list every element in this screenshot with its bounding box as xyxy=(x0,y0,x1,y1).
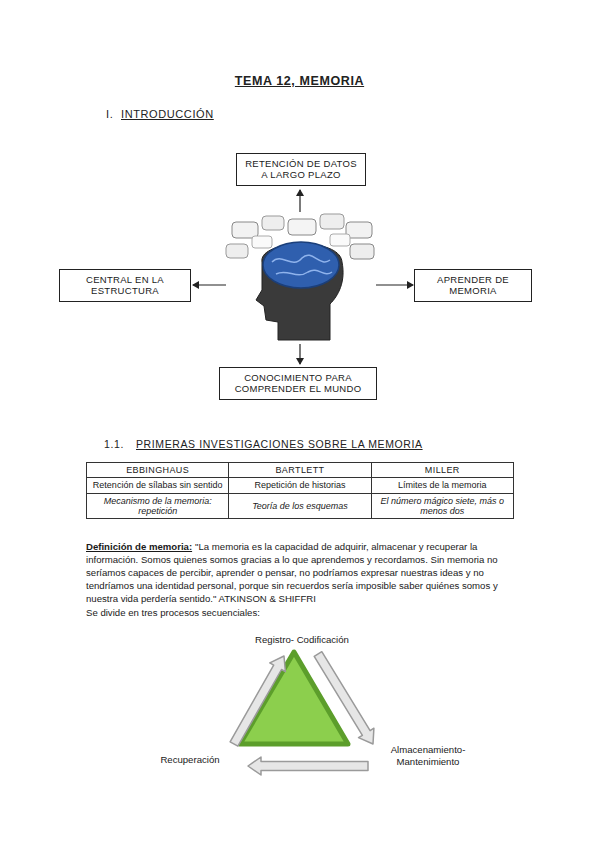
section-heading: INTRODUCCIÓN xyxy=(121,108,214,120)
cell-text: Teoría de los esquemas xyxy=(252,501,348,511)
concept-box: CENTRAL EN LA ESTRUCTURA xyxy=(59,269,191,302)
cycle-arrow xyxy=(248,757,368,775)
table-cell: El número mágico siete, más o menos dos xyxy=(371,493,513,519)
table-cell: Retención de sílabas sin sentido xyxy=(87,478,229,493)
table-cell: EBBINGHAUS xyxy=(87,463,229,478)
section-heading: PRIMERAS INVESTIGACIONES SOBRE LA MEMORI… xyxy=(136,438,423,450)
table-cell: Límites de la memoria xyxy=(371,478,513,493)
cell-text: Límites de la memoria xyxy=(398,480,487,490)
concept-box: CONOCIMIENTO PARA COMPRENDER EL MUNDO xyxy=(219,367,377,400)
page-title: TEMA 12, MEMORIA xyxy=(0,74,599,88)
box-text: CENTRAL EN LA ESTRUCTURA xyxy=(65,274,185,297)
box-text: RETENCIÓN DE DATOS A LARGO PLAZO xyxy=(242,158,360,181)
process-cycle xyxy=(230,652,374,775)
cell-text: MILLER xyxy=(425,465,460,475)
table-row: Retención de sílabas sin sentido Repetici… xyxy=(87,478,514,493)
leader-arrow xyxy=(376,284,413,285)
cycle-arrow xyxy=(314,652,374,744)
cell-text: EBBINGHAUS xyxy=(126,465,189,475)
research-table: EBBINGHAUS BARTLETT MILLER Retención de síl… xyxy=(86,462,514,519)
cell-text: Mecanismo de la memoria: repetición xyxy=(104,496,212,516)
intro-line: Se divide en tres procesos secuenciales: xyxy=(86,607,260,618)
table-cell: Repetición de historias xyxy=(229,478,371,493)
table-row: EBBINGHAUS BARTLETT MILLER xyxy=(87,463,514,478)
table-cell: Mecanismo de la memoria: repetición xyxy=(87,493,229,519)
process-label: Recuperación xyxy=(150,754,230,766)
concept-box: RETENCIÓN DE DATOS A LARGO PLAZO xyxy=(236,153,366,186)
table-cell: Teoría de los esquemas xyxy=(229,493,371,519)
process-label: Almacenamiento- Mantenimiento xyxy=(380,744,476,768)
box-text: APRENDER DE MEMORIA xyxy=(420,274,526,297)
table-cell: MILLER xyxy=(371,463,513,478)
brain-illustration xyxy=(193,190,413,364)
cell-text: BARTLETT xyxy=(275,465,324,475)
box-text: CONOCIMIENTO PARA COMPRENDER EL MUNDO xyxy=(225,372,371,395)
process-label: Registro- Codificación xyxy=(236,634,368,646)
leader-arrow xyxy=(299,190,300,212)
cell-text: El número mágico siete, más o menos dos xyxy=(381,496,505,516)
cell-text: Repetición de historias xyxy=(254,480,345,490)
table-row: Mecanismo de la memoria: repetición Teorí… xyxy=(87,493,514,519)
section-number: I. xyxy=(106,108,113,120)
leader-arrow xyxy=(193,284,226,285)
definition-term: Definición de memoria: xyxy=(86,541,192,552)
leader-arrow xyxy=(299,344,300,364)
table-cell: BARTLETT xyxy=(229,463,371,478)
cycle-arrow xyxy=(230,656,285,746)
section-number: 1.1. xyxy=(104,438,124,450)
cell-text: Retención de sílabas sin sentido xyxy=(93,480,223,490)
concept-box: APRENDER DE MEMORIA xyxy=(414,269,532,302)
definition-paragraph: Definición de memoria:"La memoria es la … xyxy=(86,540,518,605)
